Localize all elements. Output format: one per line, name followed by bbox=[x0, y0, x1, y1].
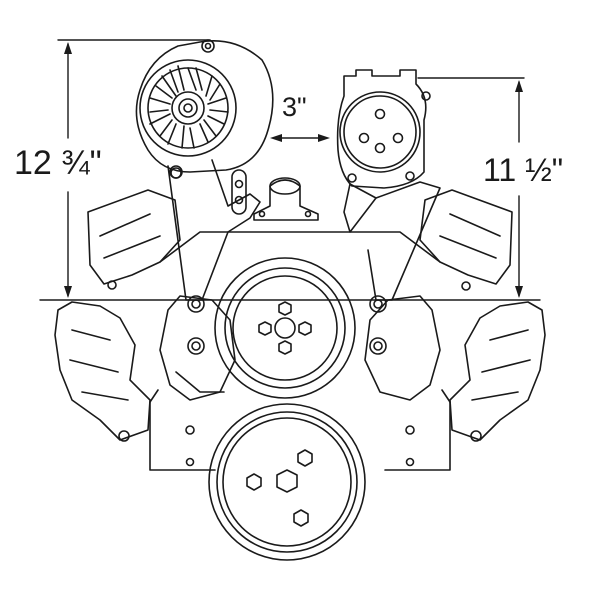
arrowhead bbox=[318, 134, 330, 142]
water-pump-pulley bbox=[214, 257, 356, 399]
thermostat-housing bbox=[253, 177, 319, 221]
pulley-bolt bbox=[298, 321, 312, 336]
arrowhead bbox=[515, 80, 523, 92]
spacing-label: 3" bbox=[282, 92, 307, 122]
crank-pulley bbox=[208, 403, 366, 561]
arrowhead bbox=[515, 286, 523, 298]
overall-height-label: 12 ¾" bbox=[14, 144, 102, 182]
dimension-lines bbox=[39, 39, 541, 301]
arrowhead bbox=[64, 42, 72, 54]
arrowhead bbox=[270, 134, 282, 142]
arrowhead bbox=[64, 286, 72, 298]
pulley-bolt bbox=[278, 301, 292, 316]
pulley-bolt bbox=[278, 340, 292, 355]
pulley-bolt bbox=[258, 321, 272, 336]
water-pump-housing bbox=[159, 295, 441, 401]
alternator-bracket bbox=[167, 159, 261, 313]
engine-block bbox=[54, 189, 546, 471]
compressor-height-label: 11 ½" bbox=[483, 152, 564, 188]
ac-compressor bbox=[336, 69, 431, 189]
alternator bbox=[135, 39, 274, 179]
compressor-bracket bbox=[343, 181, 441, 313]
